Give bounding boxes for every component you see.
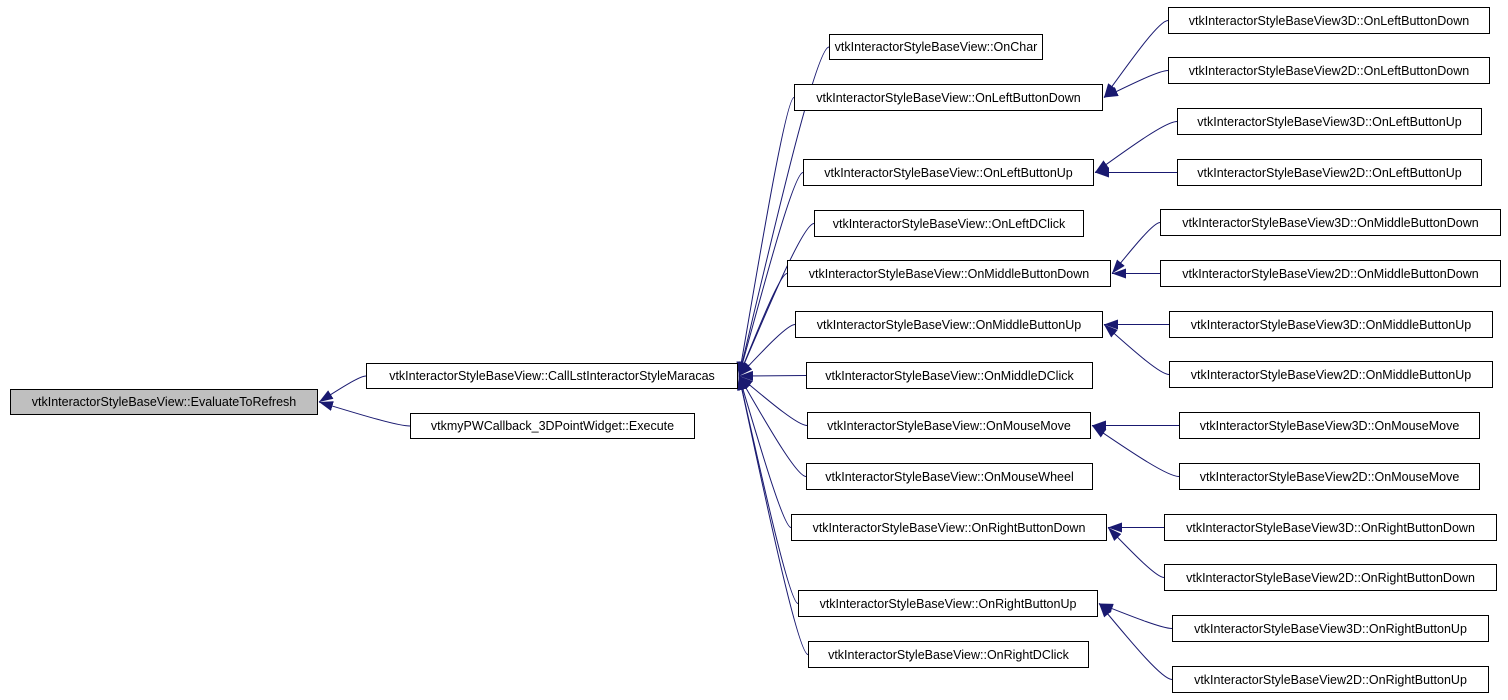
node-on-right-button-down[interactable]: vtkInteractorStyleBaseView::OnRightButto… [791,514,1107,541]
node-on-middle-button-down[interactable]: vtkInteractorStyleBaseView::OnMiddleButt… [787,260,1111,287]
node-3d-on-left-button-up[interactable]: vtkInteractorStyleBaseView3D::OnLeftButt… [1177,108,1482,135]
edge-2d-on-left-button-down-to-on-left-button-down [1103,70,1169,98]
node-evaluate-to-refresh: vtkInteractorStyleBaseView::EvaluateToRe… [10,389,318,415]
node-call-lst-interactor-style-maracas[interactable]: vtkInteractorStyleBaseView::CallLstInter… [366,363,738,389]
edge-3d-on-left-button-up-to-on-left-button-up [1094,121,1178,173]
edge-2d-on-right-button-up-to-on-right-button-up [1098,603,1173,680]
edge-on-right-dclick-to-call-lst-interactor-style-maracas [737,375,809,655]
edge-on-left-button-down-to-call-lst-interactor-style-maracas [736,97,795,377]
node-3d-on-left-button-down[interactable]: vtkInteractorStyleBaseView3D::OnLeftButt… [1168,7,1490,34]
edge-2d-on-mouse-move-to-on-mouse-move [1091,425,1180,477]
node-2d-on-right-button-down[interactable]: vtkInteractorStyleBaseView2D::OnRightBut… [1164,564,1497,591]
node-2d-on-right-button-up[interactable]: vtkInteractorStyleBaseView2D::OnRightBut… [1172,666,1489,693]
edge-3d-on-middle-button-down-to-on-middle-button-down [1111,222,1161,274]
edge-call-lst-interactor-style-maracas-to-evaluate-to-refresh [318,375,367,403]
node-2d-on-left-button-down[interactable]: vtkInteractorStyleBaseView2D::OnLeftButt… [1168,57,1490,84]
edge-pw-callback-execute-to-evaluate-to-refresh [318,401,411,427]
edge-on-mouse-move-to-call-lst-interactor-style-maracas [738,375,808,426]
node-on-char[interactable]: vtkInteractorStyleBaseView::OnChar [829,34,1043,60]
node-on-middle-dclick[interactable]: vtkInteractorStyleBaseView::OnMiddleDCli… [806,362,1093,389]
node-2d-on-middle-button-down[interactable]: vtkInteractorStyleBaseView2D::OnMiddleBu… [1160,260,1501,287]
node-on-left-dclick[interactable]: vtkInteractorStyleBaseView::OnLeftDClick [814,210,1084,237]
edge-on-middle-button-down-to-call-lst-interactor-style-maracas [738,273,788,377]
node-2d-on-left-button-up[interactable]: vtkInteractorStyleBaseView2D::OnLeftButt… [1177,159,1482,186]
node-pw-callback-execute[interactable]: vtkmyPWCallback_3DPointWidget::Execute [410,413,695,439]
node-3d-on-mouse-move[interactable]: vtkInteractorStyleBaseView3D::OnMouseMov… [1179,412,1480,439]
edge-on-middle-dclick-to-call-lst-interactor-style-maracas [738,370,807,381]
edge-on-right-button-up-to-call-lst-interactor-style-maracas [737,375,799,604]
node-on-left-button-down[interactable]: vtkInteractorStyleBaseView::OnLeftButton… [794,84,1103,111]
node-3d-on-right-button-up[interactable]: vtkInteractorStyleBaseView3D::OnRightBut… [1172,615,1489,642]
node-3d-on-middle-button-up[interactable]: vtkInteractorStyleBaseView3D::OnMiddleBu… [1169,311,1493,338]
edge-on-left-button-up-to-call-lst-interactor-style-maracas [737,172,804,377]
node-2d-on-middle-button-up[interactable]: vtkInteractorStyleBaseView2D::OnMiddleBu… [1169,361,1493,388]
node-on-right-dclick[interactable]: vtkInteractorStyleBaseView::OnRightDClic… [808,641,1089,668]
node-3d-on-middle-button-down[interactable]: vtkInteractorStyleBaseView3D::OnMiddleBu… [1160,209,1501,236]
edge-2d-on-middle-button-up-to-on-middle-button-up [1103,324,1170,375]
node-on-left-button-up[interactable]: vtkInteractorStyleBaseView::OnLeftButton… [803,159,1094,186]
node-on-right-button-up[interactable]: vtkInteractorStyleBaseView::OnRightButto… [798,590,1098,617]
edge-on-right-button-down-to-call-lst-interactor-style-maracas [738,375,792,528]
edge-3d-on-left-button-down-to-on-left-button-down [1103,20,1169,98]
edge-2d-on-right-button-down-to-on-right-button-down [1107,527,1165,578]
edge-on-left-dclick-to-call-lst-interactor-style-maracas [738,223,815,377]
node-3d-on-right-button-down[interactable]: vtkInteractorStyleBaseView3D::OnRightBut… [1164,514,1497,541]
node-on-mouse-wheel[interactable]: vtkInteractorStyleBaseView::OnMouseWheel [806,463,1093,490]
edge-on-middle-button-up-to-call-lst-interactor-style-maracas [738,324,796,377]
edge-on-mouse-wheel-to-call-lst-interactor-style-maracas [738,375,807,477]
node-2d-on-mouse-move[interactable]: vtkInteractorStyleBaseView2D::OnMouseMov… [1179,463,1480,490]
node-on-middle-button-up[interactable]: vtkInteractorStyleBaseView::OnMiddleButt… [795,311,1103,338]
edge-on-char-to-call-lst-interactor-style-maracas [737,46,830,377]
node-on-mouse-move[interactable]: vtkInteractorStyleBaseView::OnMouseMove [807,412,1091,439]
